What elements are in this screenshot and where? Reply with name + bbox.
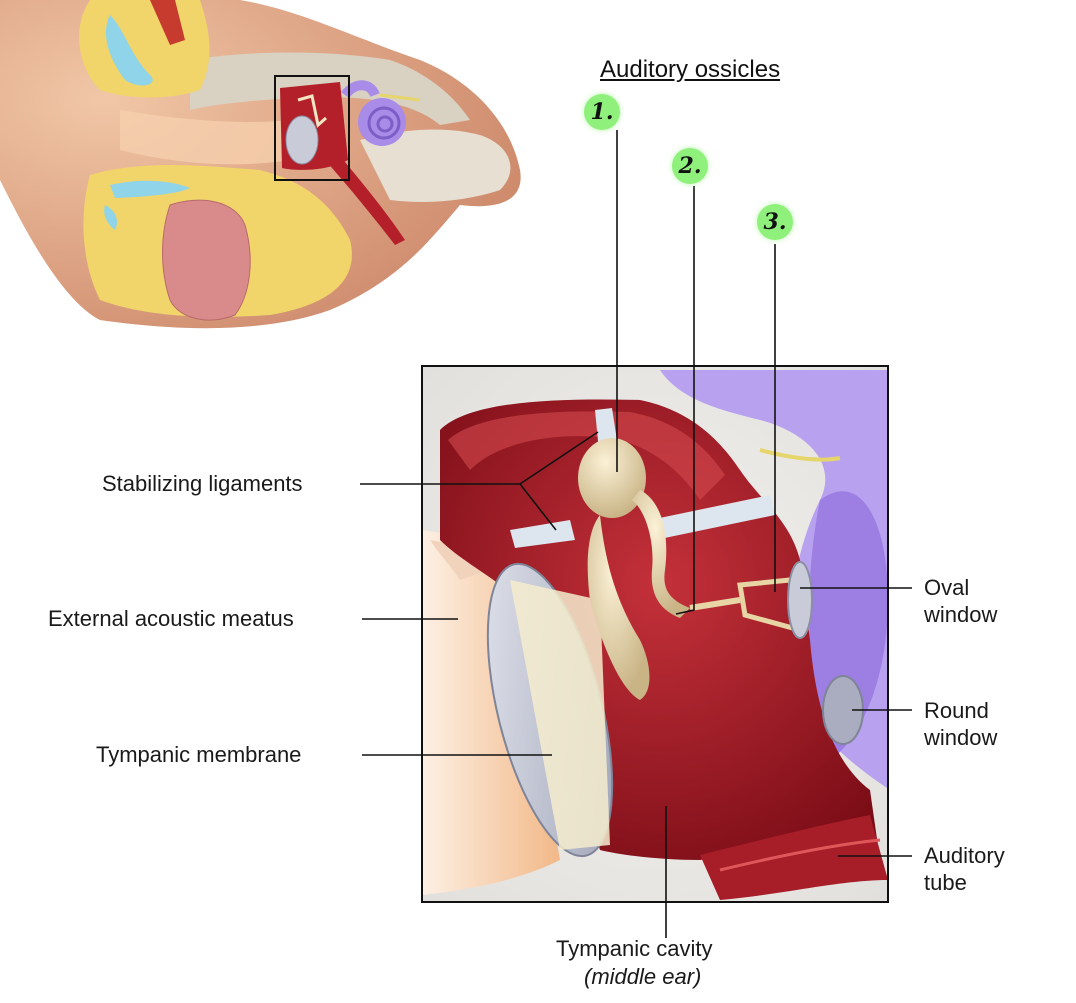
diagram-title: Auditory ossicles (600, 56, 781, 83)
label-auditory-tube-line1: Auditory (924, 843, 1005, 868)
marker-3: 3. (757, 204, 793, 240)
marker-2: 2. (672, 148, 708, 184)
label-oval-window-line2: window (924, 602, 998, 627)
magnified-inset-frame (421, 365, 889, 903)
label-tympanic-cavity-line2: (middle ear) (584, 964, 702, 989)
leader-lines (360, 130, 912, 938)
label-external-acoustic-meatus: External acoustic meatus (48, 606, 294, 631)
marker-1: 1. (584, 94, 620, 130)
label-auditory-tube-line2: tube (924, 870, 967, 895)
label-tympanic-membrane: Tympanic membrane (96, 742, 302, 767)
label-tympanic-cavity-line1: Tympanic cavity (556, 936, 713, 961)
thumbnail-inset-box (274, 75, 350, 181)
overview-thumbnail (0, 0, 521, 329)
label-stabilizing-ligaments: Stabilizing ligaments (102, 471, 303, 496)
label-round-window-line2: window (924, 725, 998, 750)
magnified-inset (422, 366, 888, 902)
label-round-window-line1: Round (924, 698, 989, 723)
label-oval-window-line1: Oval (924, 575, 970, 600)
